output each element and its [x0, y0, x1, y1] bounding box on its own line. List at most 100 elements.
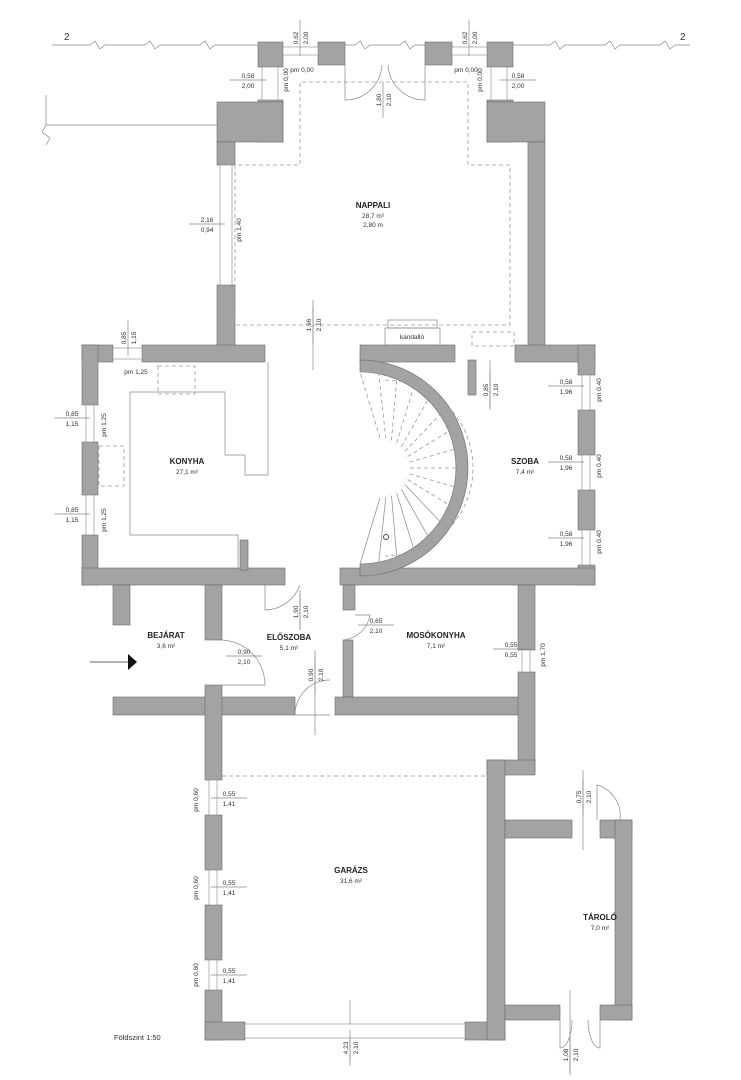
sill-height-label: pm 0,60	[193, 963, 200, 987]
opening-dimension: 0,581,96	[548, 531, 584, 548]
opening-height: 1,96	[560, 541, 573, 548]
opening-height: 2,10	[316, 318, 323, 331]
sill-height-label: pm 1,40	[236, 218, 243, 242]
opening-height: 2,10	[238, 659, 251, 666]
wall-segment	[81, 441, 99, 496]
opening-width: 0,58	[512, 73, 525, 80]
opening-height: 2,00	[303, 31, 310, 44]
sill-height-label: pm 0,00	[477, 68, 484, 92]
room-name: TÁROLÓ	[583, 913, 617, 922]
window	[581, 454, 591, 491]
opening-dimension: 0,581,96	[548, 379, 584, 396]
wall-segment	[504, 819, 573, 839]
sill-height-label: pm 0,00	[290, 67, 314, 74]
door-swing	[344, 64, 383, 101]
opening-dimension: 0,652,10	[358, 618, 394, 635]
window	[208, 779, 218, 816]
wall-segment	[141, 344, 266, 363]
wall-segment	[317, 41, 346, 66]
window	[451, 46, 488, 56]
room-labels: NAPPALI 28,7 m² 2,80 m KONYHA 27,1 m² SZ…	[114, 201, 617, 1042]
opening-width: 1,08	[563, 1048, 570, 1061]
opening-width: 0,85	[66, 507, 79, 514]
room-name: BEJÁRAT	[147, 631, 184, 640]
opening-height: 2,10	[353, 1041, 360, 1054]
sill-height-label: pm 0,00	[454, 67, 478, 74]
window	[521, 649, 531, 673]
stair-step	[359, 371, 381, 439]
door-swing	[264, 584, 301, 611]
opening-dimension: 2,160,94	[189, 217, 225, 234]
opening-width: 0,90	[238, 649, 251, 656]
wall-segment	[517, 584, 536, 651]
window	[581, 374, 591, 411]
window	[490, 66, 508, 101]
door-swing	[596, 784, 621, 821]
opening-width: 0,65	[370, 618, 383, 625]
opening-height: 2,10	[493, 383, 500, 396]
opening-height: 2,10	[386, 93, 393, 106]
sink	[157, 365, 196, 395]
opening-height: 1,15	[66, 421, 79, 428]
opening-width: 0,62	[462, 31, 469, 44]
kitchen-counter	[129, 362, 269, 535]
stair-step	[391, 495, 398, 557]
opening-height: 2,10	[318, 668, 325, 681]
stair-step	[404, 484, 441, 522]
sill-height-label: pm 0,40	[596, 454, 603, 478]
room-area: 28,7 m²	[362, 213, 385, 220]
wall-segment	[486, 759, 506, 1041]
fireplace-label: kandalló	[400, 334, 425, 341]
stair-step	[409, 473, 455, 488]
opening-dimension: 0,551,41	[211, 968, 247, 985]
garage-door	[244, 1023, 466, 1039]
room-name: ELŐSZOBA	[267, 633, 312, 642]
wall-segment	[359, 344, 456, 363]
room-area: 3,6 m²	[157, 643, 176, 650]
break-mark	[41, 124, 51, 146]
window	[85, 494, 95, 536]
sill-height-label: pm 0,60	[193, 876, 200, 900]
sill-height-label: pm 0,40	[596, 378, 603, 402]
staircase	[359, 371, 474, 565]
opening-dimension: 0,851,15	[54, 507, 90, 524]
wall-segment	[204, 904, 223, 961]
room-name: MOSÓKONYHA	[406, 631, 465, 640]
door-swing	[387, 64, 426, 101]
wall-segment	[204, 584, 223, 641]
wall-segment	[204, 1021, 246, 1041]
room-name: SZOBA	[511, 457, 539, 466]
opening-height: 1,96	[560, 465, 573, 472]
opening-height: 2,00	[242, 83, 255, 90]
opening-width: 0,90	[308, 668, 315, 681]
opening-height: 1,96	[560, 389, 573, 396]
wall-segment	[577, 344, 596, 376]
wall-segment	[257, 41, 284, 68]
nappali-outline	[234, 81, 511, 326]
wall-segment	[239, 539, 249, 571]
opening-width: 1,80	[376, 93, 383, 106]
door-swing	[587, 1019, 601, 1049]
drawing-title: Földszint 1:50	[114, 1033, 161, 1042]
opening-width: 0,85	[66, 411, 79, 418]
opening-height: 2,10	[586, 790, 593, 803]
wall-segment	[334, 696, 521, 716]
opening-height: 1,41	[223, 890, 236, 897]
opening-height: 0,94	[201, 227, 214, 234]
stair-step	[359, 497, 381, 565]
opening-dimension: 0,582,00	[230, 73, 266, 90]
section-line	[513, 40, 690, 50]
room-name: KONYHA	[170, 457, 205, 466]
wall-segment	[599, 1004, 633, 1021]
wall-segment	[81, 567, 286, 586]
opening-width: 4,23	[343, 1041, 350, 1054]
wall-segment	[342, 639, 354, 698]
entry-arrow-icon	[128, 654, 137, 670]
